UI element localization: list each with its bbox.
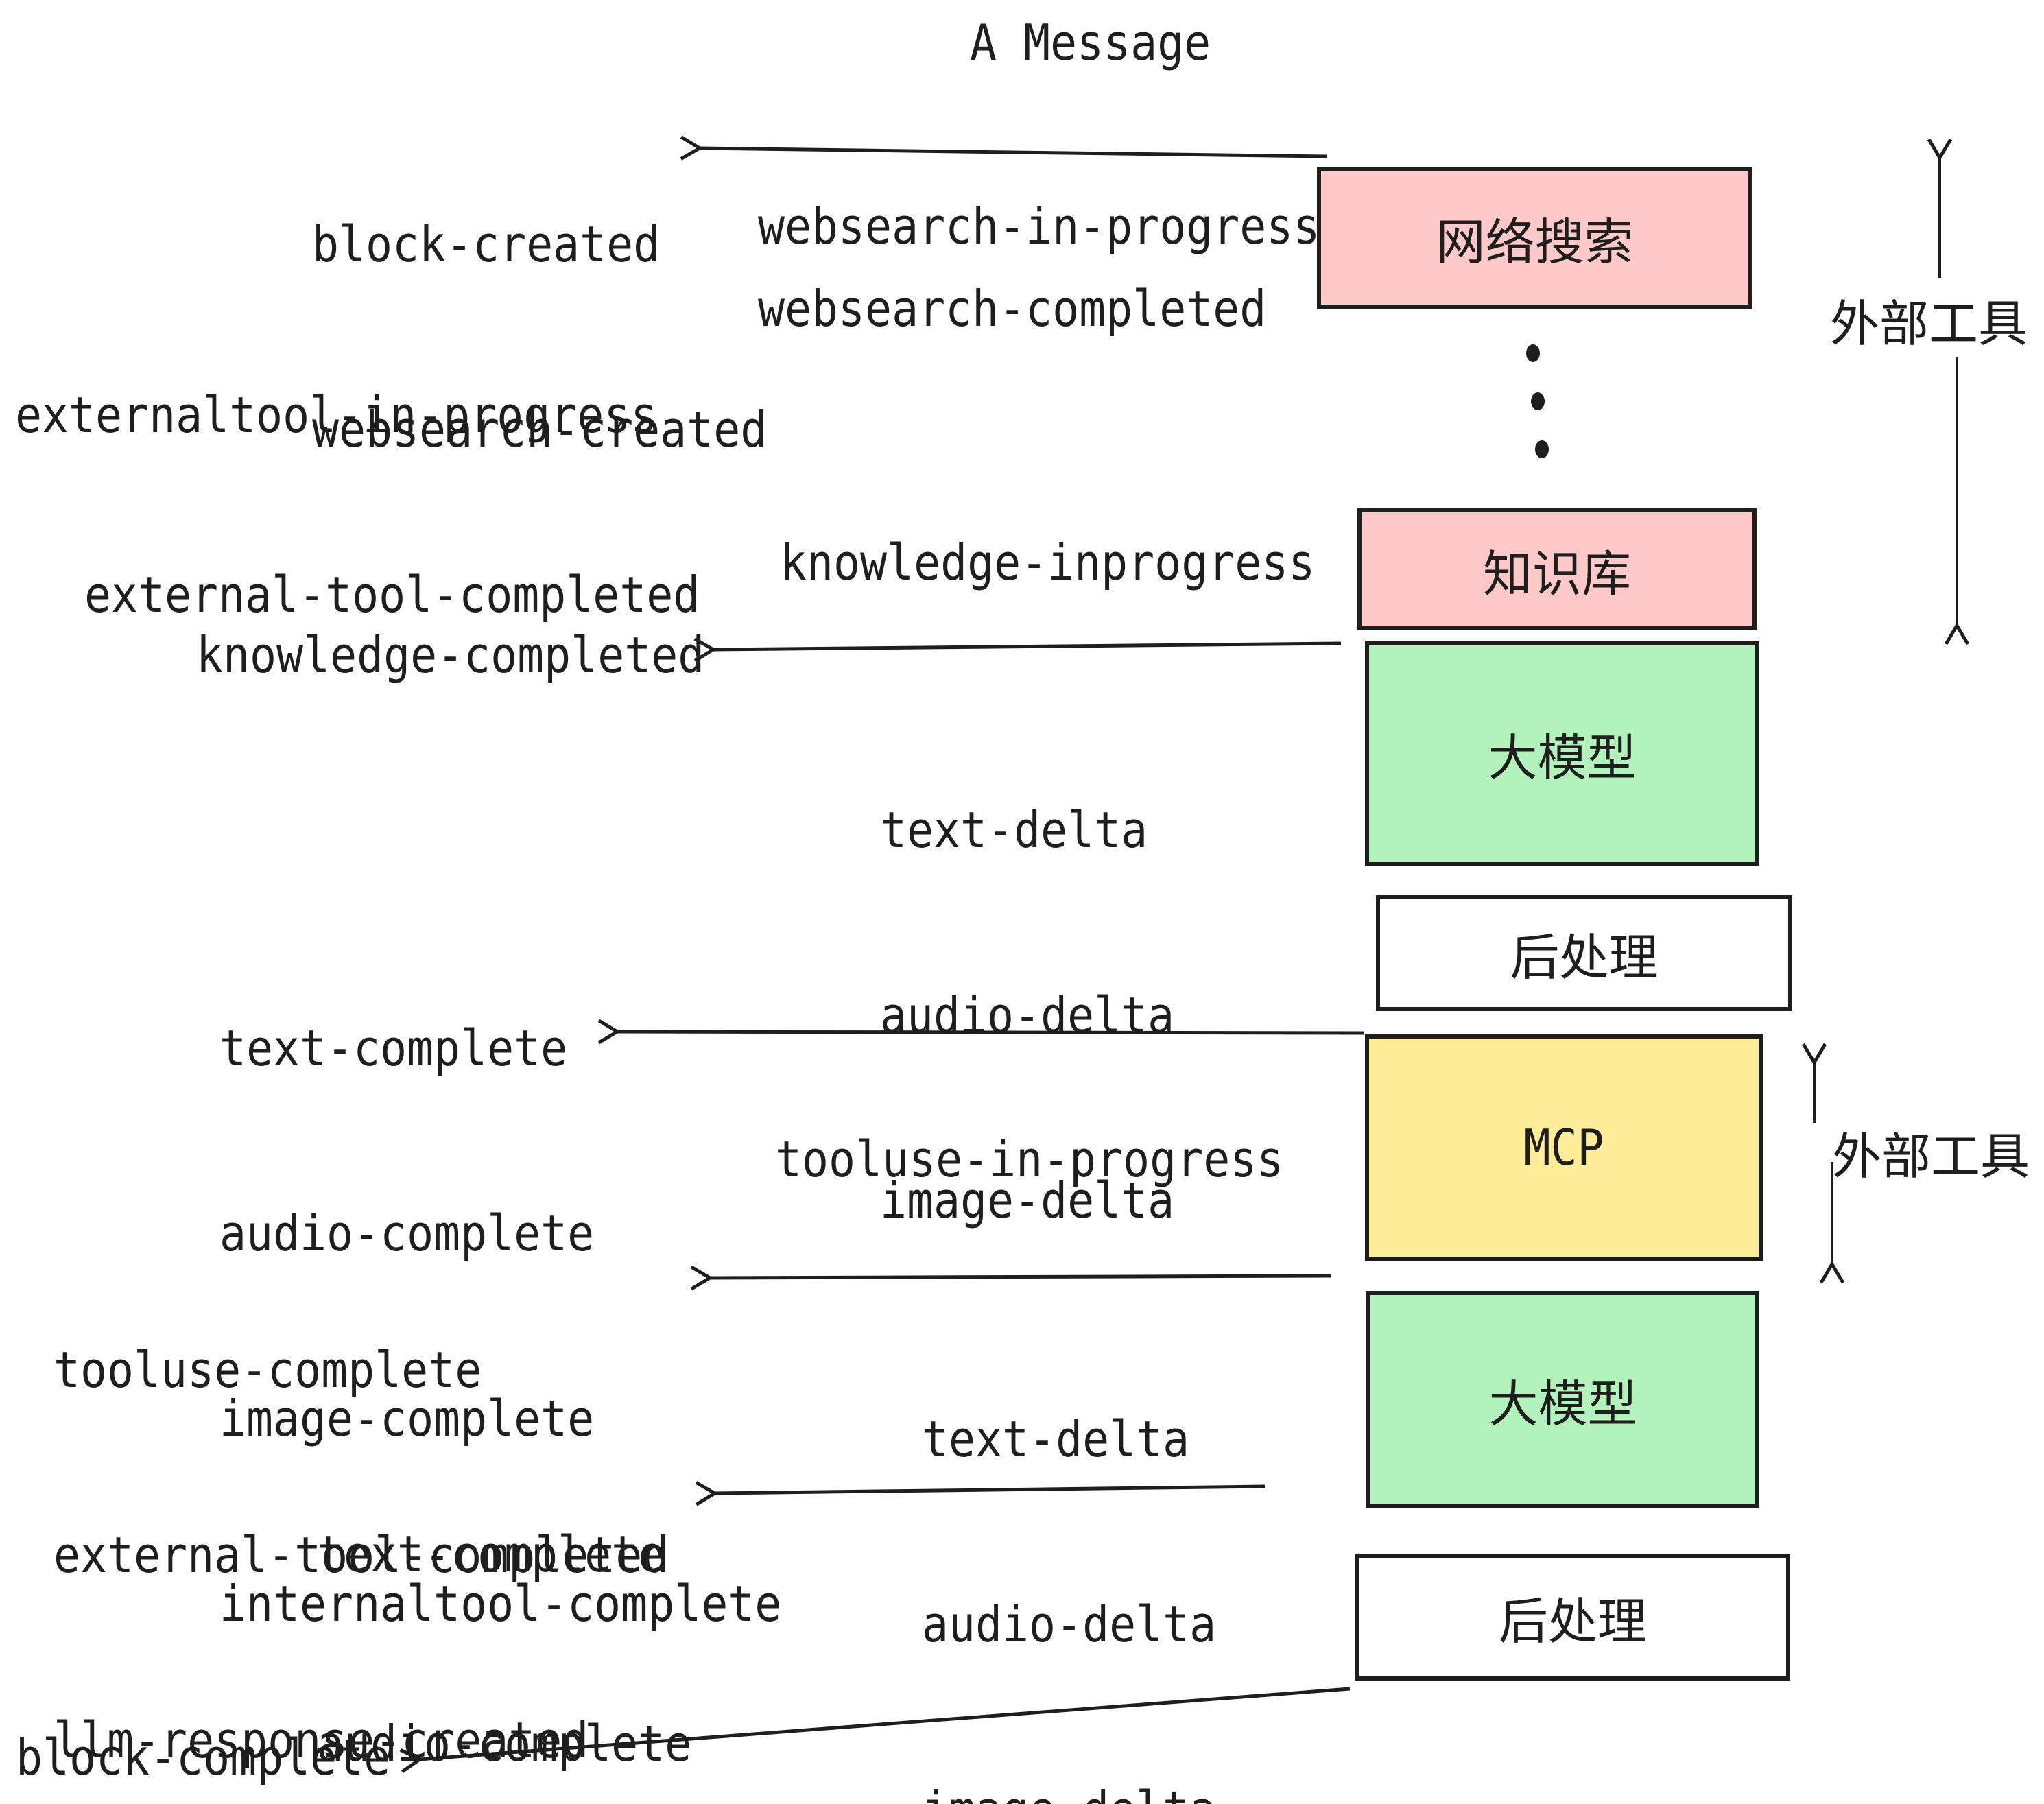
event-websearch-completed: websearch-completed [758, 280, 1267, 337]
event-label: audio-delta [922, 1595, 1217, 1653]
event-label: text-delta [880, 801, 1148, 859]
arrow-llm-complete [695, 1481, 1266, 1506]
node-websearch: 网络搜索 [1317, 167, 1752, 309]
node-knowledge-label: 知识库 [1482, 545, 1631, 603]
event-label: text-complete [219, 1019, 568, 1077]
event-complete-block-2: text-complete audio-complete image-compl… [317, 1397, 879, 1804]
node-postprocess-1: 后处理 [1376, 895, 1792, 1011]
arrow-block-complete [399, 1687, 1351, 1774]
event-label: websearch-created [312, 401, 768, 458]
ellipsis-dot [1531, 392, 1545, 410]
node-mcp-label: MCP [1523, 1119, 1604, 1176]
node-llm-1-label: 大模型 [1488, 729, 1637, 787]
side-label-external-tools-top: 外部工具 [1830, 295, 2028, 353]
event-block-complete: block-complete [16, 1729, 391, 1786]
node-knowledge: 知识库 [1357, 508, 1757, 630]
node-llm-2-label: 大模型 [1488, 1375, 1637, 1433]
event-label: external-tool-completed [54, 1526, 669, 1584]
node-postprocess-1-label: 后处理 [1510, 929, 1659, 986]
event-delta-block-1: text-delta audio-delta image-delta [880, 676, 1174, 1355]
event-label: image-complete [219, 1390, 595, 1447]
ellipsis-dot [1526, 344, 1540, 362]
arrow-tooluse-complete [690, 1265, 1331, 1291]
arrow-websearch-created [680, 135, 1328, 161]
event-block-top-left: block-created websearch-created [312, 90, 767, 584]
event-websearch-in-progress: websearch-in-progress [758, 198, 1320, 255]
ellipsis-dot [1535, 440, 1549, 458]
event-label: image-delta [880, 1172, 1175, 1229]
event-label: llm-response-created [54, 1711, 589, 1769]
arrow-internal-complete [597, 1019, 1364, 1045]
node-postprocess-2: 后处理 [1355, 1554, 1790, 1681]
event-tooluse-in-progress: tooluse-in-progress [775, 1130, 1284, 1188]
event-label: text-delta [922, 1410, 1190, 1468]
node-llm-2: 大模型 [1366, 1291, 1759, 1508]
event-knowledge-inprogress: knowledge-inprogress [780, 534, 1316, 591]
event-label: internaltool-complete [219, 1575, 782, 1633]
node-websearch-label: 网络搜索 [1436, 213, 1634, 271]
node-llm-1: 大模型 [1365, 641, 1759, 866]
event-label: audio-complete [219, 1204, 595, 1262]
event-knowledge-completed: knowledge-completed [196, 626, 705, 684]
event-label: text-complete [317, 1526, 665, 1583]
arrow-knowledge-completed [693, 637, 1342, 663]
event-tooluse-block: tooluse-complete external-tool-completed… [54, 1215, 669, 1804]
node-postprocess-2-label: 后处理 [1498, 1593, 1647, 1650]
event-label: block-created [312, 215, 661, 273]
event-externaltool-in-progress: externaltool-in-progress [15, 386, 658, 444]
event-label: tooluse-complete [54, 1341, 482, 1399]
node-mcp: MCP [1365, 1034, 1763, 1261]
event-external-tool-completed-1: external-tool-completed [84, 566, 700, 624]
diagram-title: A Message [970, 14, 1211, 71]
event-label: image-delta [922, 1779, 1216, 1804]
event-complete-block-1: text-complete audio-complete image-compl… [219, 894, 781, 1758]
event-label: audio-delta [880, 986, 1175, 1044]
event-delta-block-2: text-delta audio-delta image-delta [922, 1285, 1216, 1804]
side-label-external-tools-bottom: 外部工具 [1832, 1128, 2030, 1185]
